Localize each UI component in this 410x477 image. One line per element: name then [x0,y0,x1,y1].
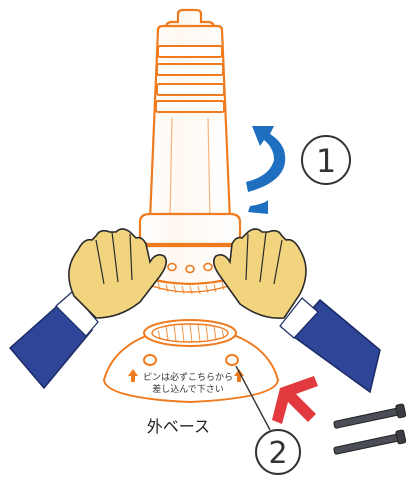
pin-note-line2: 差し込んで下さい [152,383,224,395]
post-collar [140,214,240,244]
step-1-label: 1 [316,142,336,180]
step-2-marker: 2 [256,430,300,474]
pin-note-line1: ピンは必ずこちらから [143,371,233,383]
step-1-marker: 1 [302,136,350,184]
delineator-post [140,10,240,294]
rotate-arrow-icon [246,126,285,214]
pin-icon [333,404,406,458]
base-label: 外ベース [147,417,210,436]
insert-arrow-icon [272,376,318,424]
step-2-label: 2 [268,436,287,471]
